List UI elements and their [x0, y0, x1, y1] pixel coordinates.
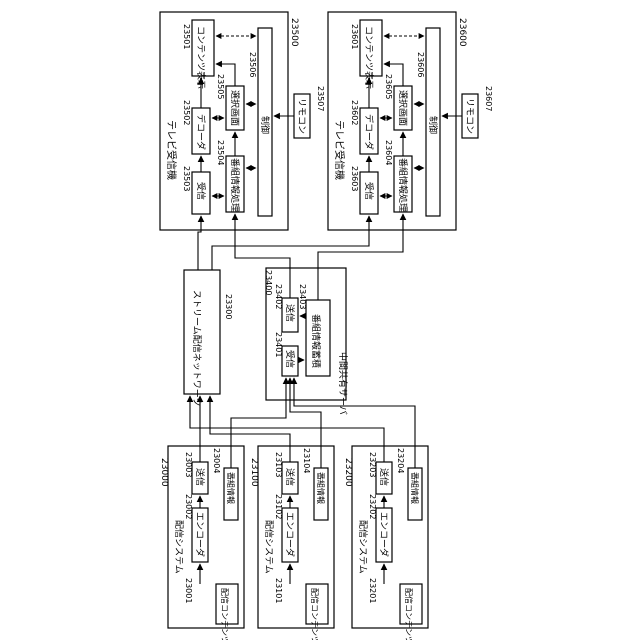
- server-send-ref: 23402: [274, 284, 283, 309]
- receive-ref: 23603: [350, 166, 359, 191]
- decoder-ref: 23602: [350, 100, 359, 125]
- program-info-label: 番組情報: [226, 472, 236, 504]
- program-info-label: 番組情報: [410, 472, 420, 504]
- control-ref: 23606: [416, 52, 425, 77]
- selection-screen-ref: 23605: [384, 74, 393, 99]
- program-info-processing-label: 番組情報処理: [397, 158, 409, 212]
- receive-label: 受信: [195, 182, 207, 200]
- distribution-system-title: 配信システム: [173, 520, 185, 574]
- program-info-processing-ref: 23504: [216, 140, 225, 165]
- control-label: 制御: [259, 116, 271, 134]
- program-info-ref: 23104: [302, 448, 311, 473]
- remote-ref: 23607: [484, 86, 493, 111]
- delivery-content-label: 配信コンテンツ: [220, 588, 230, 640]
- selection-screen-ref: 23505: [216, 74, 225, 99]
- tv-receiver-title: テレビ受信機: [333, 120, 346, 180]
- stream-network-label: ストリーム配信ネットワーク: [191, 290, 203, 407]
- program-info-ref: 23004: [212, 448, 221, 473]
- encoder-label: エンコーダ: [378, 512, 390, 557]
- distribution-system-ref: 23200: [343, 458, 353, 487]
- send-ref: 23003: [184, 452, 193, 477]
- tv-receiver-title: テレビ受信機: [165, 120, 178, 180]
- content-display-ref: 23501: [182, 24, 191, 49]
- stream-network-23300: ストリーム配信ネットワーク 23300: [184, 270, 233, 407]
- control-ref: 23506: [248, 52, 257, 77]
- send-label: 送信: [284, 468, 296, 486]
- decoder-ref: 23502: [182, 100, 191, 125]
- send-ref: 23103: [274, 452, 283, 477]
- delivery-content-label: 配信コンテンツ: [310, 588, 320, 640]
- encoder-label: エンコーダ: [284, 512, 296, 557]
- distribution-system-23200: 23200 配信システム 送信 23203 エンコーダ 23202 配信コンテン…: [343, 446, 428, 640]
- receive-label: 受信: [363, 182, 375, 200]
- program-info-label: 番組情報: [316, 472, 326, 504]
- encoder-ref: 23102: [274, 494, 283, 519]
- remote-label: リモコン: [296, 98, 306, 134]
- decoder-label: デコーダ: [363, 114, 375, 150]
- server-receive-ref: 23401: [274, 332, 283, 357]
- server-send-label: 送信: [284, 304, 296, 322]
- remote-label: リモコン: [464, 98, 474, 134]
- distribution-system-title: 配信システム: [357, 520, 369, 574]
- encoder-ref: 23002: [184, 494, 193, 519]
- delivery-content-ref: 23001: [184, 578, 193, 603]
- selection-screen-label: 選択画面: [229, 90, 241, 126]
- distribution-system-23100: 23100 配信システム 送信 23103 エンコーダ 23102 配信コンテン…: [249, 446, 334, 640]
- program-info-processing-ref: 23604: [384, 140, 393, 165]
- delivery-content-ref: 23101: [274, 578, 283, 603]
- program-info-storage-ref: 23403: [298, 284, 307, 309]
- tv-receiver-23500: 23500 テレビ受信機 コンテンツ表示 23501 デコーダ 23502 受信…: [160, 12, 325, 230]
- stream-network-box: [184, 270, 220, 394]
- program-info-ref: 23204: [396, 448, 405, 473]
- encoder-label: エンコーダ: [194, 512, 206, 557]
- stream-network-ref: 23300: [224, 294, 233, 319]
- shared-server-23400: 中間共有サーバ 23400 送信 23402 受信 23401 番組情報蓄積 2…: [264, 268, 349, 415]
- distribution-system-title: 配信システム: [263, 520, 275, 574]
- distribution-system-23000: 23000 配信システム 送信 23003 エンコーダ 23002 配信コンテン…: [159, 446, 244, 640]
- remote-ref: 23507: [316, 86, 325, 111]
- send-label: 送信: [378, 468, 390, 486]
- delivery-content-ref: 23201: [368, 578, 377, 603]
- delivery-content-label: 配信コンテンツ: [404, 588, 414, 640]
- distribution-system-ref: 23000: [159, 458, 169, 487]
- control-label: 制御: [427, 116, 439, 134]
- selection-screen-label: 選択画面: [397, 90, 409, 126]
- content-display-ref: 23601: [350, 24, 359, 49]
- server-receive-label: 受信: [284, 350, 296, 368]
- program-info-processing-label: 番組情報処理: [229, 158, 241, 212]
- send-ref: 23203: [368, 452, 377, 477]
- distribution-system-ref: 23100: [249, 458, 259, 487]
- encoder-ref: 23202: [368, 494, 377, 519]
- send-label: 送信: [194, 468, 206, 486]
- tv-receiver-23600: 23600 テレビ受信機 コンテンツ表示 23601 デコーダ 23602 受信…: [328, 12, 493, 230]
- shared-server-ref: 23400: [264, 270, 273, 295]
- program-info-storage-label: 番組情報蓄積: [310, 314, 322, 368]
- receive-ref: 23503: [182, 166, 191, 191]
- tv-receiver-ref: 23500: [289, 18, 299, 47]
- decoder-label: デコーダ: [195, 114, 207, 150]
- tv-receiver-ref: 23600: [457, 18, 467, 47]
